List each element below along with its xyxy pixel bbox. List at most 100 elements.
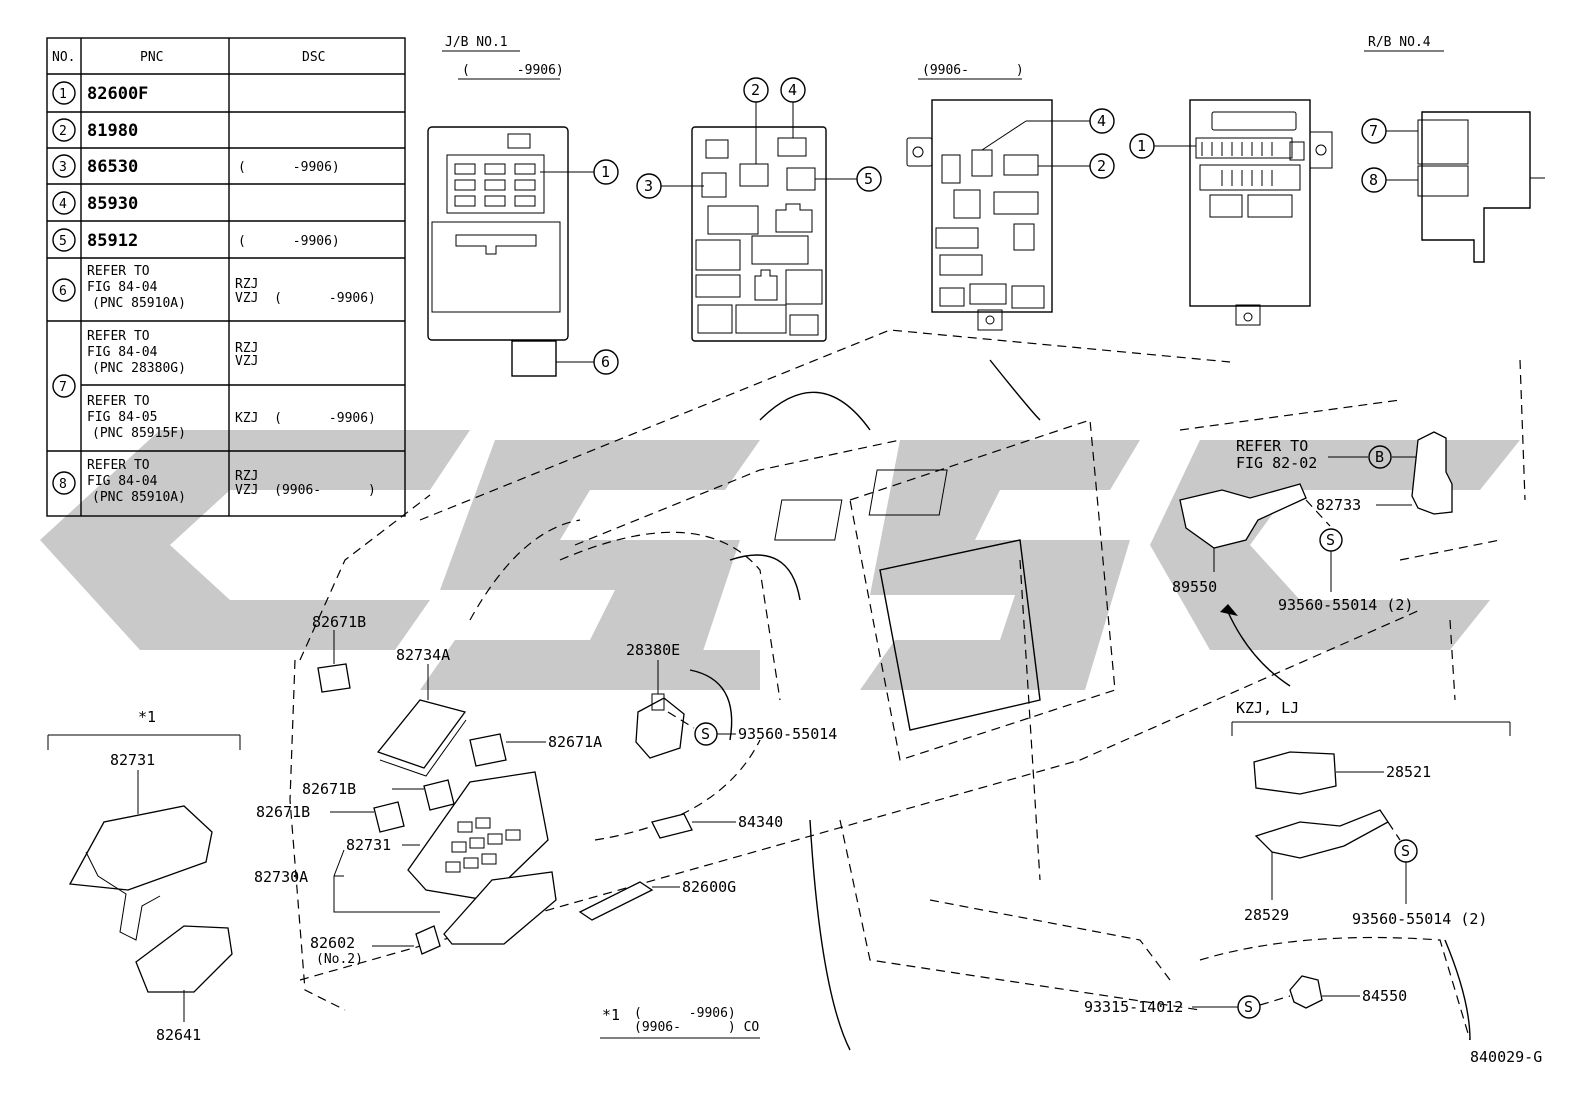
row-number: 1 [59,87,67,102]
row-pnc-line: (PNC 85915F) [92,426,186,441]
row-dsc-line: RZJ [235,469,258,484]
table-row: 3 86530 ( -9906) [52,154,340,178]
dashboard-outline [289,329,1526,1051]
callout-1: 1 [601,163,610,181]
label-28529: 28529 [1244,906,1289,924]
label-fig-82-02: FIG 82-02 [1236,454,1317,472]
label-93560-right: 93560-55014 (2) [1278,596,1413,614]
label-82730A: 82730A [254,868,308,886]
jb-mid-range: (9906- ) [922,63,1024,78]
figure-code: 840029-G [1470,1048,1542,1066]
label-refer-to: REFER TO [1236,437,1308,455]
row-pnc: 82600F [87,84,148,104]
table-row: 7 REFER TO FIG 84-04 (PNC 28380G) RZJ VZ… [52,329,376,441]
label-82731-left: 82731 [110,751,155,769]
callout-4: 4 [788,81,797,99]
callout-4b: 4 [1097,112,1106,130]
row-pnc-line: (PNC 28380G) [92,361,186,376]
row-pnc: 86530 [87,157,138,177]
row-pnc-line: REFER TO [87,264,150,279]
row-dsc-line: KZJ ( -9906) [235,411,376,426]
screw-s-right: S [1326,531,1335,549]
label-89550: 89550 [1172,578,1217,596]
row-dsc-line: VZJ [235,354,258,369]
parts-table: NO. PNC DSC 1 82600F 2 81980 3 86530 ( -… [46,37,406,517]
callout-1b: 1 [1137,137,1146,155]
note-star: *1 [602,1006,620,1024]
table-header-dsc: DSC [302,50,325,65]
label-82671B-a: 82671B [302,780,356,798]
table-row: 5 85912 ( -9906) [52,228,340,252]
label-84340: 84340 [738,813,783,831]
label-82671B-b: 82671B [256,803,310,821]
row-dsc-line: RZJ [235,341,258,356]
footnote: *1 ( -9906) (9906- ) CO [600,1006,760,1039]
callout-3: 3 [644,177,653,195]
kzj-lj-detail: KZJ, LJ 28521 28529 S 93560-55014 (2) [1231,699,1511,928]
callout-2: 2 [751,81,760,99]
label-84550: 84550 [1362,987,1407,1005]
callout-6: 6 [601,353,610,371]
callout-5: 5 [864,170,873,188]
right-upper-parts: REFER TO FIG 82-02 B 82733 89550 S 93560… [1172,431,1453,687]
callout-b: B [1375,448,1384,466]
dash-parts: 82671B 82734A 82671A 28380E S 93560-5501… [254,613,837,967]
label-82602: 82602 [310,934,355,952]
screw-s-bottom: S [1244,998,1253,1016]
row-number: 8 [59,477,67,492]
callout-2b: 2 [1097,157,1106,175]
table-header-no: NO. [52,50,75,65]
row-pnc-line: REFER TO [87,458,150,473]
row-pnc-line: FIG 84-04 [87,474,158,489]
row-dsc-line: VZJ (9906- ) [235,483,376,498]
label-82734A: 82734A [396,646,450,664]
table-header-pnc: PNC [140,50,163,65]
rb4-heading: R/B NO.4 [1368,35,1431,50]
row-dsc: ( -9906) [238,160,340,175]
label-93560-mid: 93560-55014 [738,725,837,743]
label-93315: 93315-14012 [1084,998,1183,1016]
row-number: 5 [59,234,67,249]
row-pnc-line: REFER TO [87,329,150,344]
junction-block-rear [691,126,827,342]
screw-s-box: S [1401,842,1410,860]
watermark-logo [40,430,1520,690]
row-number: 3 [59,160,67,175]
row-pnc-line: FIG 84-05 [87,410,157,425]
table-row: 1 82600F [52,81,148,105]
table-row: 6 REFER TO FIG 84-04 (PNC 85910A) RZJ VZ… [52,264,376,311]
label-82733: 82733 [1316,496,1361,514]
row-pnc-line: REFER TO [87,394,150,409]
label-93560-box: 93560-55014 (2) [1352,910,1487,928]
junction-block-1: J/B NO.1 ( -9906) [427,35,569,377]
callout-7: 7 [1369,122,1378,140]
star1-detail: *1 82731 82641 [47,708,241,1044]
callout-8: 8 [1369,171,1378,189]
bottom-right-parts: 93315-14012 S 84550 840029-G [1084,975,1542,1066]
note-line1: ( -9906) [634,1006,736,1021]
row-number: 2 [59,124,67,139]
row-dsc: ( -9906) [238,234,340,249]
row-dsc-line: VZJ ( -9906) [235,291,376,306]
row-pnc: 85912 [87,231,138,251]
junction-block-9906: (9906- ) [906,63,1053,331]
row-dsc-line: RZJ [235,277,258,292]
jb1-heading: J/B NO.1 [445,35,508,50]
label-82602-sub: (No.2) [316,952,363,967]
table-row: 2 81980 [52,118,138,142]
row-number: 4 [59,197,67,212]
label-82641: 82641 [156,1026,201,1044]
note-line2: (9906- ) CO [634,1020,759,1035]
row-pnc-line: FIG 84-04 [87,280,158,295]
table-row: 4 85930 [52,191,138,215]
screw-s-mid: S [701,725,710,743]
row-pnc: 81980 [87,121,138,141]
table-row: 8 REFER TO FIG 84-04 (PNC 85910A) RZJ VZ… [52,458,376,505]
label-28521: 28521 [1386,763,1431,781]
label-82731-mid: 82731 [346,836,391,854]
row-number: 7 [59,380,67,395]
label-82671B-top: 82671B [312,613,366,631]
row-pnc-line: (PNC 85910A) [92,490,186,505]
label-82600G: 82600G [682,878,736,896]
